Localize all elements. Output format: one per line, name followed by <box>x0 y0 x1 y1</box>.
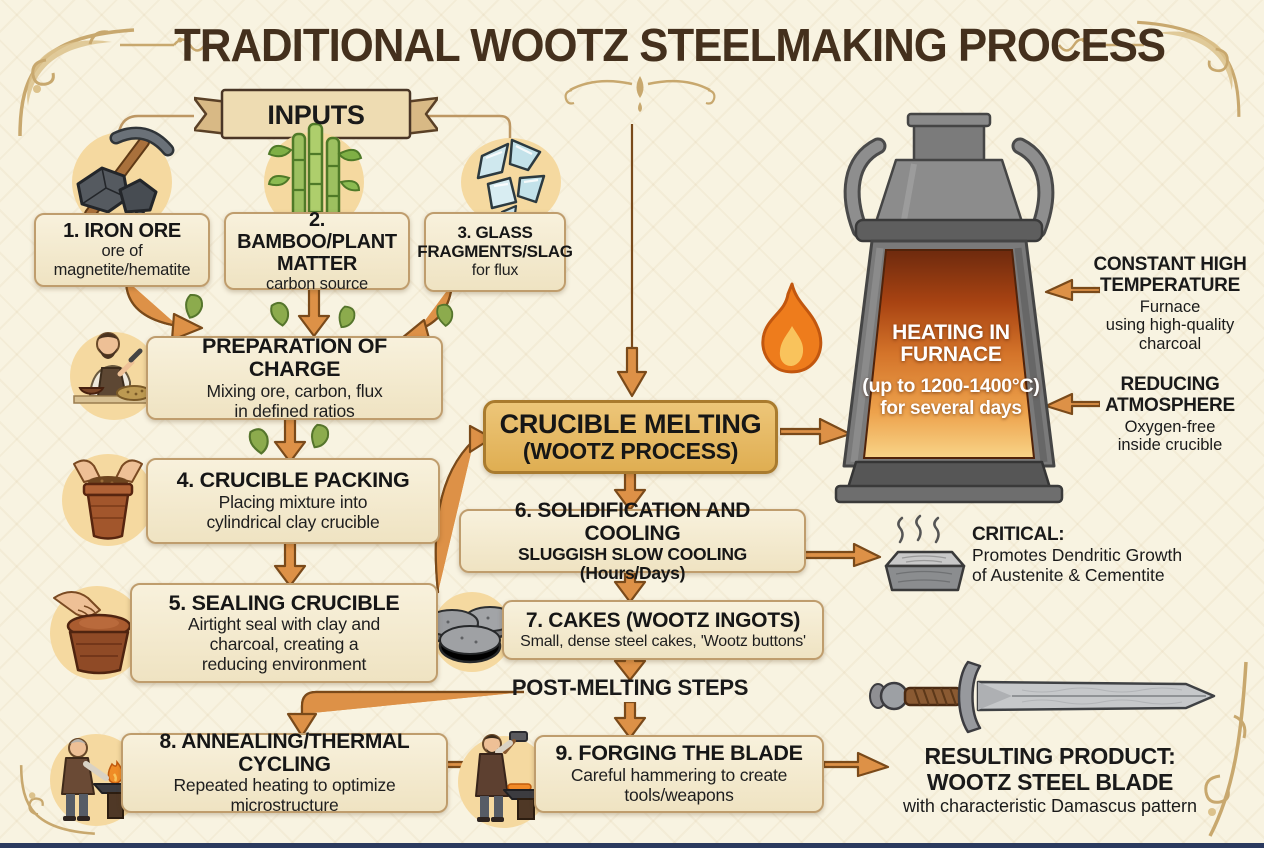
arrow-melting-to-solidification <box>613 472 647 512</box>
step-box-solidification: 6. SOLIDIFICATION AND COOLING SLUGGISH S… <box>459 499 806 583</box>
step-desc: Airtight seal with clay and charcoal, cr… <box>187 614 381 674</box>
step-desc: Careful hammering to create tools/weapon… <box>570 765 788 805</box>
corner-flourish-top-right <box>1137 20 1241 117</box>
banner-bracket-right <box>406 114 512 140</box>
step-desc: Small, dense steel cakes, 'Wootz buttons… <box>520 632 806 650</box>
corner-flourish-bottom-right <box>1204 661 1248 837</box>
input-box-glass: 3. GLASS FRAGMENTS/SLAG for flux <box>417 212 573 292</box>
step-subtitle: (WOOTZ PROCESS) <box>522 438 739 465</box>
step-title: 7. CAKES (WOOTZ INGOTS) <box>525 609 801 633</box>
furnace-heading: HEATING IN FURNACE <box>892 321 1010 367</box>
input-desc: ore of magnetite/hematite <box>53 242 191 279</box>
title-flourish-right <box>1057 37 1144 52</box>
post-melting-label: POST-MELTING STEPS <box>511 675 749 700</box>
input-title: 3. GLASS FRAGMENTS/SLAG <box>417 223 573 261</box>
arrow-forging-to-result <box>824 751 890 778</box>
leaf-icon <box>270 301 290 327</box>
title-flourish-left <box>120 37 207 52</box>
input-title: 1. IRON ORE <box>63 220 181 243</box>
arrow-postmelting-to-forging <box>613 702 647 740</box>
corner-flourish-bottom-left <box>19 765 95 835</box>
pickaxe-ore-icon <box>72 126 175 232</box>
annotation-temperature-desc: Furnace using high-quality charcoal <box>1105 298 1235 353</box>
arrow-melting-to-furnace <box>780 417 852 446</box>
input-title: 2. BAMBOO/PLANT MATTER <box>237 208 397 275</box>
leaf-icon <box>338 305 356 329</box>
furnace-temp-line: (up to 1200-1400°C) <box>862 375 1040 397</box>
step-title: 5. SEALING CRUCIBLE <box>168 590 400 615</box>
arrow-packing-to-sealing <box>273 542 307 588</box>
input-desc: for flux <box>471 261 519 279</box>
step-box-melting: CRUCIBLE MELTING (WOOTZ PROCESS) <box>483 400 778 474</box>
step-box-preparation: PREPARATION OF CHARGE Mixing ore, carbon… <box>146 333 443 421</box>
bottom-border-strip <box>0 843 1264 848</box>
input-desc: carbon source <box>266 274 368 293</box>
arrow-top-to-melting <box>616 124 648 398</box>
annotation-atmosphere-desc: Oxygen-free inside crucible <box>1117 418 1223 455</box>
furnace-illustration <box>834 112 1064 504</box>
step-box-forging: 9. FORGING THE BLADE Careful hammering t… <box>534 735 824 813</box>
leaf-icon <box>436 303 454 328</box>
annotation-critical-desc: Promotes Dendritic Growth of Austenite &… <box>972 545 1183 585</box>
bamboo-icon <box>264 122 364 234</box>
blacksmith-annealing-icon <box>50 734 142 826</box>
arrow-atmosphere-to-furnace <box>1044 392 1100 416</box>
wootz-cakes-icon <box>424 592 517 672</box>
steel-ingot-steam-icon <box>884 514 966 592</box>
step-title: 4. CRUCIBLE PACKING <box>176 468 410 493</box>
input-box-bamboo: 2. BAMBOO/PLANT MATTER carbon source <box>224 208 410 293</box>
step-title: 8. ANNEALING/THERMAL CYCLING <box>159 730 410 777</box>
step-desc: Placing mixture into cylindrical clay cr… <box>206 492 380 532</box>
input-box-iron-ore: 1. IRON ORE ore of magnetite/hematite <box>34 213 210 287</box>
blacksmith-forging-icon <box>458 731 550 828</box>
page-title: TRADITIONAL WOOTZ STEELMAKING PROCESS <box>174 19 1166 71</box>
arrow-preparation-to-packing <box>273 418 307 464</box>
connector-postmelting-to-annealing <box>286 690 524 738</box>
arrow-temperature-to-furnace <box>1044 278 1100 302</box>
glass-shards-icon <box>461 138 561 226</box>
inputs-banner-ribbon <box>194 88 438 140</box>
step-desc: Repeated heating to optimize microstruct… <box>173 775 396 816</box>
step-desc: SLUGGISH SLOW COOLING (Hours/Days) <box>518 543 747 584</box>
annotation-atmosphere-title: REDUCING ATMOSPHERE <box>1105 374 1235 417</box>
step-title: 6. SOLIDIFICATION AND COOLING <box>514 498 751 545</box>
inputs-banner-label: INPUTS <box>267 100 365 130</box>
hand-sealing-pot-icon <box>50 586 144 680</box>
annotation-temperature-title: CONSTANT HIGH TEMPERATURE <box>1093 254 1247 297</box>
result-desc: with characteristic Damascus pattern <box>902 796 1198 816</box>
leaf-icon <box>311 423 330 449</box>
step-desc: Mixing ore, carbon, flux in defined rati… <box>206 380 383 421</box>
corner-flourish-top-left <box>18 28 135 137</box>
step-box-annealing: 8. ANNEALING/THERMAL CYCLING Repeated he… <box>121 730 448 816</box>
center-flourish <box>564 76 716 112</box>
annotation-critical-title: CRITICAL: <box>972 524 1065 545</box>
leaf-icon <box>248 428 269 455</box>
flame-icon <box>761 282 823 374</box>
step-title: CRUCIBLE MELTING <box>499 408 762 439</box>
step-box-packing: 4. CRUCIBLE PACKING Placing mixture into… <box>146 458 440 544</box>
step-box-sealing: 5. SEALING CRUCIBLE Airtight seal with c… <box>130 583 438 683</box>
step-box-cakes: 7. CAKES (WOOTZ INGOTS) Small, dense ste… <box>502 600 824 660</box>
arrow-sealing-to-melting <box>434 424 494 594</box>
wootz-sword-illustration <box>869 660 1216 734</box>
result-title: RESULTING PRODUCT: WOOTZ STEEL BLADE <box>924 743 1176 795</box>
furnace-duration-line: for several days <box>880 398 1022 419</box>
leaf-icon <box>185 294 204 319</box>
step-title: 9. FORGING THE BLADE <box>555 741 803 766</box>
arrow-solidification-to-ingot <box>804 542 882 568</box>
person-mixing-icon <box>70 332 159 420</box>
hands-packing-crucible-icon <box>62 454 154 546</box>
step-title: PREPARATION OF CHARGE <box>202 333 387 382</box>
